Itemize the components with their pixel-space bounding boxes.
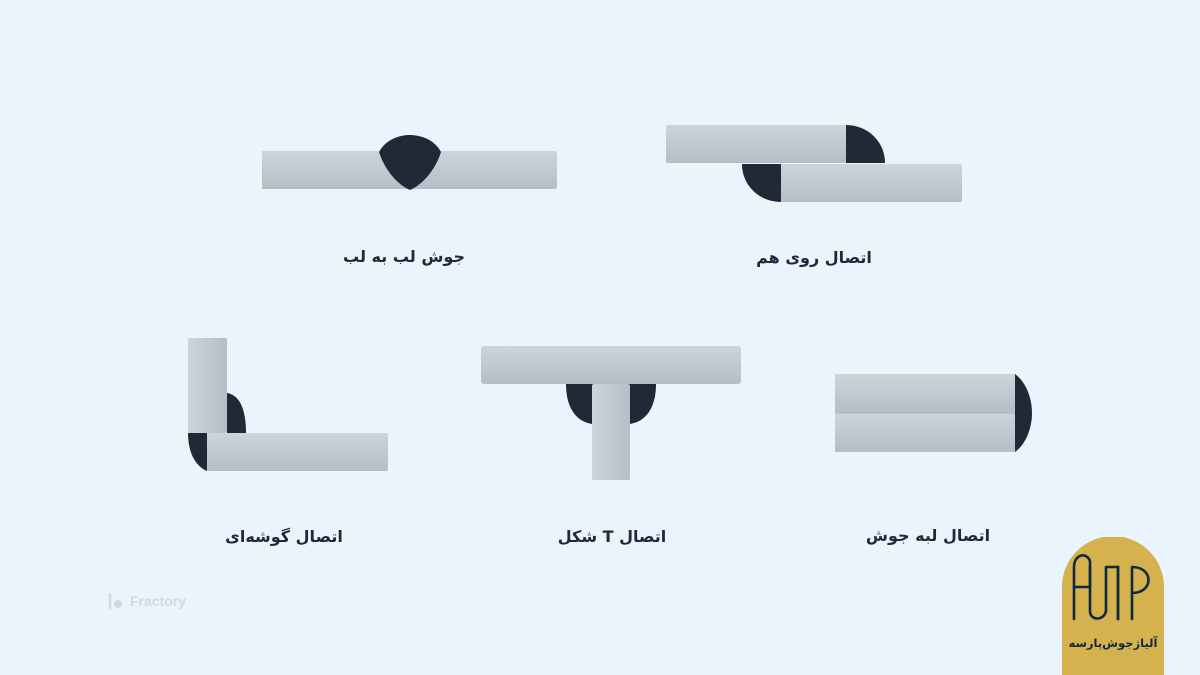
- edge-joint-illustration: [835, 374, 1032, 452]
- lap-bottom-plate: [781, 164, 962, 202]
- butt-joint-label: جوش لب به لب: [343, 247, 465, 266]
- watermark-text: Fractory: [130, 593, 187, 609]
- logo-brand-name: آلیاژجوش‌پارسه: [1068, 636, 1158, 650]
- corner-joint-illustration: [188, 338, 388, 471]
- corner-horizontal-plate: [207, 433, 388, 471]
- lap-bottom-weld: [742, 164, 781, 202]
- corner-vertical-plate: [188, 338, 227, 433]
- tee-horizontal-plate: [481, 346, 741, 384]
- lap-top-weld: [846, 125, 885, 163]
- tee-joint-illustration: [481, 346, 741, 480]
- logo-badge-shape: [1062, 537, 1164, 675]
- lap-joint-illustration: [666, 125, 962, 202]
- edge-lower-plate: [835, 413, 1015, 452]
- fractory-logo-icon: [108, 592, 122, 610]
- corner-inner-weld: [227, 393, 246, 433]
- butt-right-plate: [410, 151, 557, 189]
- edge-joint-label: اتصال لبه جوش: [865, 526, 991, 545]
- tee-joint-label: اتصال T شکل: [557, 527, 667, 546]
- edge-upper-plate: [835, 374, 1015, 413]
- fractory-watermark: Fractory: [108, 592, 186, 610]
- aliaj-joosh-parseh-logo: [1062, 537, 1164, 675]
- corner-outer-weld: [188, 433, 207, 471]
- butt-joint-illustration: [262, 135, 557, 190]
- butt-weld-bead: [379, 135, 441, 190]
- lap-top-plate: [666, 125, 846, 163]
- tee-vertical-plate: [592, 384, 630, 480]
- edge-weld-bead: [1015, 374, 1032, 452]
- lap-joint-label: اتصال روی هم: [756, 248, 872, 267]
- corner-joint-label: اتصال گوشه‌ای: [225, 527, 343, 546]
- logo-monogram-icon: [1072, 554, 1150, 621]
